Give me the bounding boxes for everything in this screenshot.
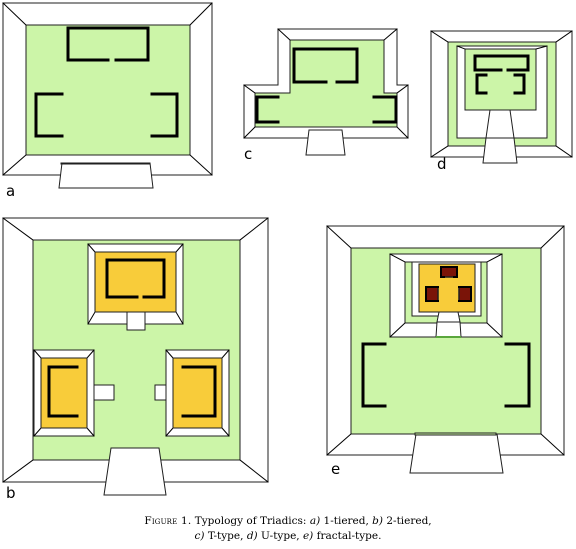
figure-caption: Figure 1. Typology of Triadics: a) 1-tie… — [0, 514, 576, 544]
panel-e-pyramid-diag-br — [540, 433, 565, 456]
panel-e-room-left-large — [361, 342, 387, 408]
panel-d-room-right — [513, 73, 526, 95]
caption-key-c: c) — [194, 530, 205, 542]
panel-e-stair-cap — [414, 432, 497, 436]
panel-label-b: b — [6, 484, 16, 502]
panel-e-room-right — [458, 286, 472, 302]
panel-c-room-right — [372, 95, 398, 124]
panel-b-pyramid-diag-br — [239, 459, 269, 483]
panel-a-room-top — [66, 26, 150, 62]
panel-a-pyramid-diag-bl — [2, 154, 27, 176]
panel-e-room-top — [440, 266, 458, 278]
panel-a-pyramid-diag-br — [189, 154, 213, 176]
panel-b-top-stair — [126, 311, 146, 331]
panel-b-left-pyramid-diag-br — [86, 427, 95, 437]
panel-a-pyramid-summit — [25, 24, 191, 156]
panel-a-stair — [58, 162, 154, 189]
panel-e-pyramid-diag-bl — [326, 433, 352, 456]
panel-d-pyramid-outer-diag-tr — [555, 30, 573, 43]
panel-e-room-left-outline — [425, 286, 439, 302]
panel-c-diag-bl — [243, 126, 256, 139]
panel-b-top-pyramid-diag-bl — [87, 311, 96, 325]
panel-e-top-pyramid-diag-br — [486, 322, 503, 338]
panel-e-room-right-outline — [458, 286, 472, 302]
panel-b-right-room — [181, 365, 217, 418]
panel-a-pyramid-diag-tl — [2, 2, 27, 26]
panel-label-c: c — [244, 145, 253, 163]
panel-e-room-right-large — [504, 342, 531, 408]
panel-d-diag-tr — [535, 45, 548, 50]
panel-b-left-stair — [93, 384, 115, 401]
panel-b-pyramid-diag-tl — [2, 217, 34, 241]
panel-b-pyramid-diag-bl — [2, 459, 34, 483]
panel-label-a: a — [6, 182, 16, 200]
panel-a-stair-cap — [60, 162, 151, 165]
caption-key-d: d) — [246, 530, 258, 542]
panel-a-room-right — [150, 92, 179, 138]
panel-b-left-room — [47, 365, 79, 418]
caption-text-c: T-type, — [204, 530, 247, 542]
panel-b-main-stair — [103, 447, 167, 496]
panel-d-stair — [482, 137, 518, 164]
caption-line-1: Figure 1. Typology of Triadics: a) 1-tie… — [0, 514, 576, 529]
panel-b-top-pyramid-diag-tl — [87, 243, 96, 253]
panel-c-stair — [305, 129, 346, 156]
caption-key-a: a) — [309, 515, 321, 527]
panel-c-diag-tr — [383, 28, 398, 41]
panel-e-pyramid-diag-tl — [326, 225, 352, 249]
caption-line-2: c) T-type, d) U-type, e) fractal-type. — [0, 529, 576, 544]
caption-figure-number: Figure 1. — [144, 515, 192, 527]
panel-d-room-left — [475, 73, 488, 95]
panel-d-room-top — [473, 54, 530, 72]
panel-b-top-pyramid-diag-br — [175, 311, 184, 325]
caption-text-d: U-type, — [257, 530, 303, 542]
panel-b-top-room — [105, 258, 166, 299]
panel-e-room-left — [425, 286, 439, 302]
panel-c-diag-wr — [396, 84, 409, 94]
panel-b-left-pyramid-diag-tr — [86, 349, 95, 359]
panel-e-top-pyramid-diag-tr — [486, 253, 503, 263]
panel-c-diag-wl — [243, 84, 256, 94]
panel-e-room-top-outline — [440, 266, 458, 278]
caption-key-b: b) — [372, 515, 383, 527]
panel-b-left-pyramid-diag-tl — [33, 349, 42, 359]
caption-text-b: 2-tiered, — [383, 515, 432, 527]
panel-d-pyramid-outer-diag-tl — [430, 30, 449, 43]
panel-c-room-left — [255, 95, 280, 124]
caption-lead: Typology of Triadics: — [191, 515, 310, 527]
caption-key-e: e) — [302, 530, 314, 542]
panel-d-pyramid-outer-diag-br — [555, 145, 573, 158]
panel-label-e: e — [331, 460, 341, 478]
panel-a-room-left — [34, 92, 64, 138]
panel-e-top-pyramid-diag-tl — [389, 253, 406, 263]
panel-c-room-top — [292, 47, 359, 84]
panel-e-top-pyramid-diag-bl — [389, 322, 406, 338]
panel-b-right-pyramid-diag-tl — [165, 349, 174, 359]
panel-b-right-stair — [154, 384, 167, 401]
panel-e-lower-stair — [435, 321, 462, 338]
panel-b-right-pyramid-diag-bl — [165, 427, 174, 437]
panel-label-d: d — [437, 155, 447, 173]
panel-d-diag-tl — [456, 45, 466, 50]
panel-b-right-pyramid-diag-tr — [221, 349, 230, 359]
panel-c-diag-br — [396, 126, 409, 139]
caption-text-a: 1-tiered, — [320, 515, 373, 527]
panel-b-left-pyramid-diag-bl — [33, 427, 42, 437]
panel-e-upper-stair — [436, 311, 461, 323]
panel-d-pyramid-outer-diag-bl — [430, 145, 449, 158]
panel-a-pyramid-diag-tr — [189, 2, 213, 26]
panel-e-main-stair — [409, 433, 504, 474]
panel-b-pyramid-diag-tr — [239, 217, 269, 241]
panel-c-diag-tl — [277, 28, 291, 41]
panel-d-upper-stair — [485, 109, 515, 139]
caption-text-e: fractal-type. — [313, 530, 382, 542]
panel-b-right-pyramid-diag-br — [221, 427, 230, 437]
panel-e-pyramid-diag-tr — [540, 225, 565, 249]
panel-b-top-pyramid-diag-tr — [175, 243, 184, 253]
typology-figure — [2, 2, 573, 496]
